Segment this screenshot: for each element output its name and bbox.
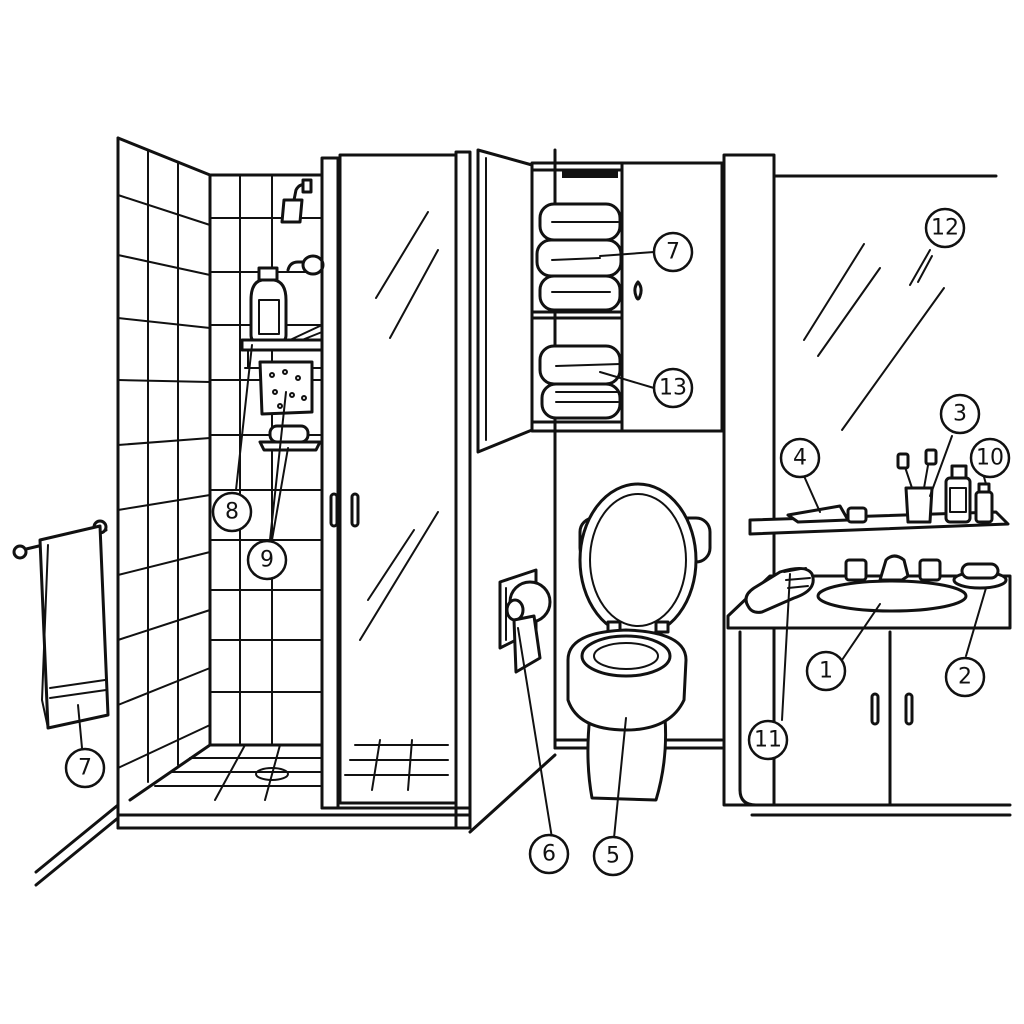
- callout-7-cabinet: 7: [652, 231, 694, 273]
- callout-label-12: 12: [931, 216, 959, 241]
- callout-10: 10: [969, 437, 1011, 479]
- callout-label-10: 10: [976, 446, 1004, 471]
- callout-4: 4: [779, 437, 821, 479]
- callout-9: 9: [246, 539, 288, 581]
- shower-door-handle-left[interactable]: [329, 492, 339, 528]
- shower-floor-grid-right: [344, 739, 449, 791]
- callout-7-towel-rack: 7: [64, 747, 106, 789]
- callout-label-2: 2: [958, 665, 972, 690]
- callout-6: 6: [528, 833, 570, 875]
- callout-label-5: 5: [606, 844, 620, 869]
- leader-9b: [271, 447, 289, 541]
- callout-label-8: 8: [225, 500, 239, 525]
- leader-7-top: [599, 251, 655, 257]
- washcloth: [258, 360, 314, 416]
- callout-label-13: 13: [659, 376, 687, 401]
- callout-5: 5: [592, 835, 634, 877]
- callout-label-1: 1: [819, 659, 833, 684]
- callout-3: 3: [939, 393, 981, 435]
- shower-floor-tiles: [154, 744, 323, 801]
- callout-label-3: 3: [953, 402, 967, 427]
- left-wall-tiles: [117, 149, 211, 783]
- leader-4: [803, 475, 821, 513]
- callout-label-6: 6: [542, 842, 556, 867]
- folded-towels-bottom: [538, 344, 622, 420]
- callout-8: 8: [211, 491, 253, 533]
- toilet: [566, 482, 712, 839]
- soap-dish: [258, 424, 322, 452]
- toothpaste-tube: [786, 504, 868, 524]
- toothbrush-cup: [896, 435, 953, 524]
- callout-11: 11: [747, 719, 789, 761]
- shower-enclosure: [116, 136, 472, 830]
- toilet-paper-holder: [498, 568, 553, 839]
- shower-door-handle-right[interactable]: [350, 492, 360, 528]
- folded-towels-top: [535, 202, 623, 312]
- callout-13: 13: [652, 367, 694, 409]
- callout-12: 12: [924, 207, 966, 249]
- callout-label-7b: 7: [666, 240, 680, 265]
- shower-glass-doors: [320, 150, 472, 830]
- shampoo-bottle: [249, 266, 288, 344]
- hanging-towel: [38, 524, 110, 749]
- callout-label-7a: 7: [78, 756, 92, 781]
- vanity-door-handle-right[interactable]: [904, 692, 914, 726]
- faucet: [844, 554, 942, 582]
- callout-label-11: 11: [754, 728, 782, 753]
- callout-label-4: 4: [793, 446, 807, 471]
- leader-8: [235, 344, 253, 491]
- shower-drain: [255, 767, 289, 781]
- leader-9a: [269, 391, 287, 541]
- callout-2: 2: [944, 656, 986, 698]
- lotion-bottle: [944, 464, 972, 524]
- leader-13: [599, 371, 655, 389]
- soap-dish-sink: [952, 562, 1008, 657]
- shower-head: [280, 178, 313, 224]
- hairbrush: [744, 567, 815, 721]
- vanity-door-handle-left[interactable]: [870, 692, 880, 726]
- callout-1: 1: [805, 650, 847, 692]
- callout-label-9: 9: [260, 548, 274, 573]
